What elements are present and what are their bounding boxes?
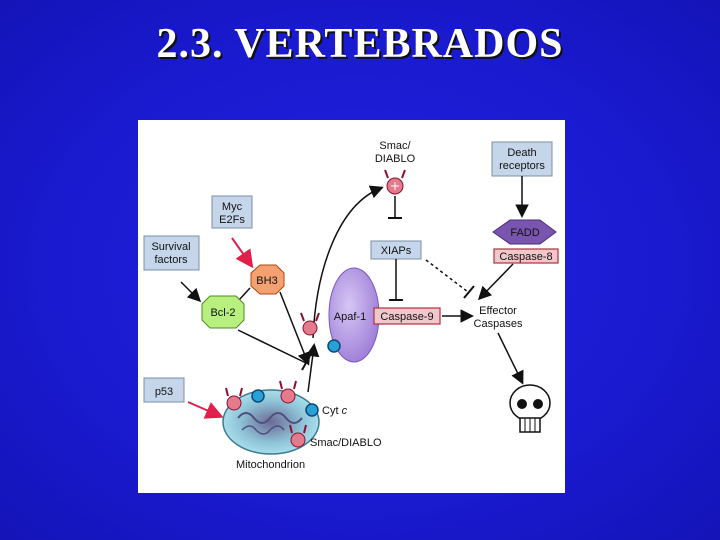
- apoptosis-diagram: Smac/ DIABLO Death receptors FADD Caspas…: [138, 120, 565, 493]
- survival-factors-box: [143, 235, 200, 271]
- cytc-label: Cyt c: [322, 405, 348, 417]
- mito-to-apoptosome-arrow: [305, 343, 320, 393]
- death-receptors-line1: Death: [507, 147, 536, 159]
- effector-line1: Effector: [479, 305, 517, 317]
- effector-line2: Caspases: [474, 318, 523, 330]
- bcl2-shape: [201, 295, 245, 329]
- smac-top-line2: DIABLO: [375, 153, 416, 165]
- xiaps-dashed-bar: [463, 285, 475, 299]
- myc-line2: E2Fs: [219, 214, 245, 226]
- survival-line1: Survival: [151, 241, 190, 253]
- caspase8-label: Caspase-8: [499, 251, 552, 263]
- survival-line2: factors: [154, 254, 188, 266]
- p53-box: [143, 377, 185, 403]
- fadd-shape: [492, 219, 557, 245]
- survival-arrow: [180, 281, 202, 303]
- mitochondrion-label: Mitochondrion: [236, 459, 305, 471]
- cytc-on-mito-2: [305, 403, 319, 417]
- smac-top-molecule: [384, 169, 406, 195]
- myc-line1: Myc: [222, 201, 243, 213]
- xiaps-dashed-line: [425, 259, 469, 293]
- p53-red-arrow: [187, 401, 224, 419]
- smac-on-mito-2: [279, 380, 297, 404]
- skull-icon: [509, 384, 551, 433]
- bcl2-label: Bcl-2: [210, 307, 235, 319]
- bh3-to-apoptosome-arrow: [279, 291, 311, 366]
- smac-bottom-label: Smac/DIABLO: [310, 437, 382, 449]
- smac-on-mito-3: [289, 424, 307, 448]
- bh3-shape: [250, 264, 285, 295]
- effector-to-death-arrow: [497, 332, 524, 385]
- smac-on-mito-1: [225, 387, 243, 411]
- slide-title: 2.3. VERTEBRADOS: [156, 21, 564, 67]
- apoptosis-diagram-svg: Smac/ DIABLO Death receptors FADD Caspas…: [143, 140, 559, 471]
- cytc-on-mito-1: [251, 389, 265, 403]
- smac-release-arrow: [312, 185, 384, 339]
- myc-red-arrow: [231, 237, 254, 269]
- bh3-label: BH3: [256, 275, 277, 287]
- smac-top-label: Smac/ DIABLO: [375, 140, 416, 165]
- cytc-at-apaf: [327, 339, 341, 353]
- bh3-inhibit-line: [238, 287, 251, 301]
- apaf1-label: Apaf-1: [334, 311, 366, 323]
- caspase8-box: [493, 248, 559, 264]
- smac-top-line1: Smac/: [379, 140, 411, 152]
- myc-box: [211, 195, 253, 229]
- death-receptors-line2: receptors: [499, 160, 545, 172]
- p53-label: p53: [155, 386, 173, 398]
- death-receptors-box: [491, 141, 553, 177]
- xiaps-label: XIAPs: [381, 245, 412, 257]
- bcl2-inhibit-line: [237, 329, 307, 364]
- caspase9-label: Caspase-9: [380, 311, 433, 323]
- caspase9-box: [373, 307, 441, 325]
- caspase8-to-effector-arrow: [477, 263, 514, 301]
- fadd-label: FADD: [510, 227, 539, 239]
- smac-at-apaf: [300, 312, 320, 336]
